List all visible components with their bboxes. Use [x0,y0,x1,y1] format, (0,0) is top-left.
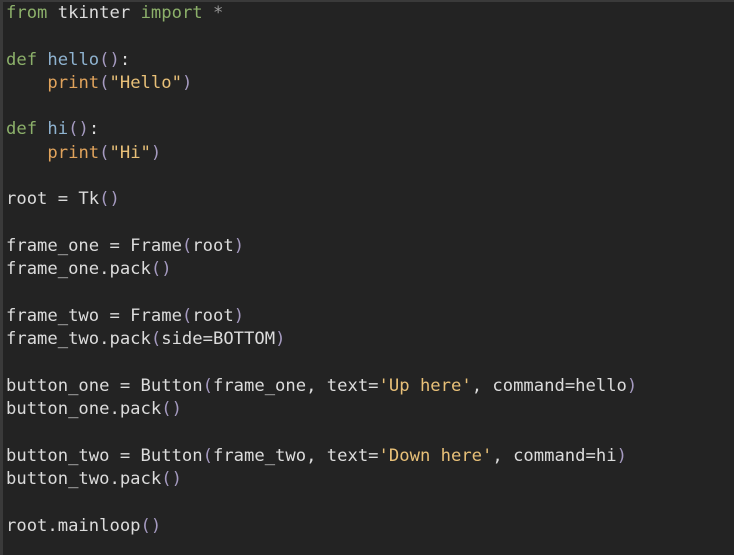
parens: () [161,468,182,489]
parens: () [68,119,89,140]
code-text: root = Tk [6,189,100,210]
code-text: frame_one = Frame [6,235,182,256]
string-literal: 'Up here' [378,375,472,396]
keyword: import [140,3,203,23]
wildcard: * [213,3,224,23]
code-line-15: frame_two.pack(side=BOTTOM) [6,328,637,351]
indent [6,143,47,163]
code-line-17: button_one = Button(frame_one, text='Up … [6,375,637,398]
paren: ( [202,375,213,396]
keyword: def [6,119,38,140]
paren: ( [181,235,193,256]
paren: ) [626,375,638,396]
keyword: from [6,3,48,23]
code-line-6: def hi(): [6,118,637,141]
code-line-18: button_one.pack() [6,398,637,421]
builtin: print [47,72,100,93]
code-line-7: print("Hi") [6,142,637,165]
string-literal: 'Down here' [378,445,493,466]
keyword: def [6,49,38,70]
paren: ( [202,445,213,466]
code-text: button_two = Button [6,445,203,466]
indent [6,73,47,93]
code-line-21: button_two.pack() [6,468,637,491]
code-line-13 [6,282,637,305]
code-text: button_one = Button [6,375,203,396]
code-line-14: frame_two = Frame(root) [6,305,637,328]
module-name: tkinter [57,3,131,23]
function-name: hi [47,119,69,140]
parens: () [99,49,120,70]
code-line-16 [6,351,637,374]
code-text: frame_one.pack [6,259,151,280]
code-text: button_two.pack [6,468,162,489]
editor-top-border [0,0,734,2]
code-line-23: root.mainloop() [6,515,637,538]
code-text: frame_two, text= [212,445,379,466]
builtin: print [47,142,100,163]
colon: : [119,49,131,70]
code-line-10 [6,212,637,235]
code-text: frame_two.pack [6,329,151,350]
paren: ( [99,72,110,93]
code-text: frame_one, text= [212,375,379,396]
parens: () [150,259,172,280]
paren: ) [275,329,286,350]
code-text: frame_two = Frame [6,305,182,326]
code-line-9: root = Tk() [6,188,637,211]
code-text: root [192,235,234,256]
code-line-3: def hello(): [6,49,637,72]
code-text: button_one.pack [6,399,162,420]
parens: () [161,399,182,420]
parens: () [99,189,120,210]
code-line-11: frame_one = Frame(root) [6,235,637,258]
code-line-19 [6,421,637,444]
editor-gutter [0,0,3,555]
colon: : [88,119,100,140]
paren: ) [616,445,627,466]
code-line-20: button_two = Button(frame_two, text='Dow… [6,445,637,468]
code-editor[interactable]: from tkinter import * def hello(): print… [6,2,637,538]
code-text: , command=hello [471,375,627,396]
paren: ) [150,142,162,163]
string-literal: "Hello" [109,72,182,93]
code-line-4: print("Hello") [6,72,637,95]
string-literal: "Hi" [109,142,151,163]
paren: ) [233,235,245,256]
code-line-2 [6,25,637,48]
paren: ( [99,142,110,163]
code-text: , command=hi [492,445,617,466]
paren: ( [150,329,162,350]
code-text: root [192,305,234,326]
paren: ( [181,305,193,326]
code-line-12: frame_one.pack() [6,258,637,281]
parens: () [140,515,162,536]
code-line-8 [6,165,637,188]
code-line-1: from tkinter import * [6,2,637,25]
code-text: side=BOTTOM [161,329,276,350]
function-name: hello [47,49,100,70]
code-text: root.mainloop [6,515,141,536]
paren: ) [233,305,245,326]
paren: ) [181,72,193,93]
code-line-22 [6,491,637,514]
code-line-5 [6,95,637,118]
